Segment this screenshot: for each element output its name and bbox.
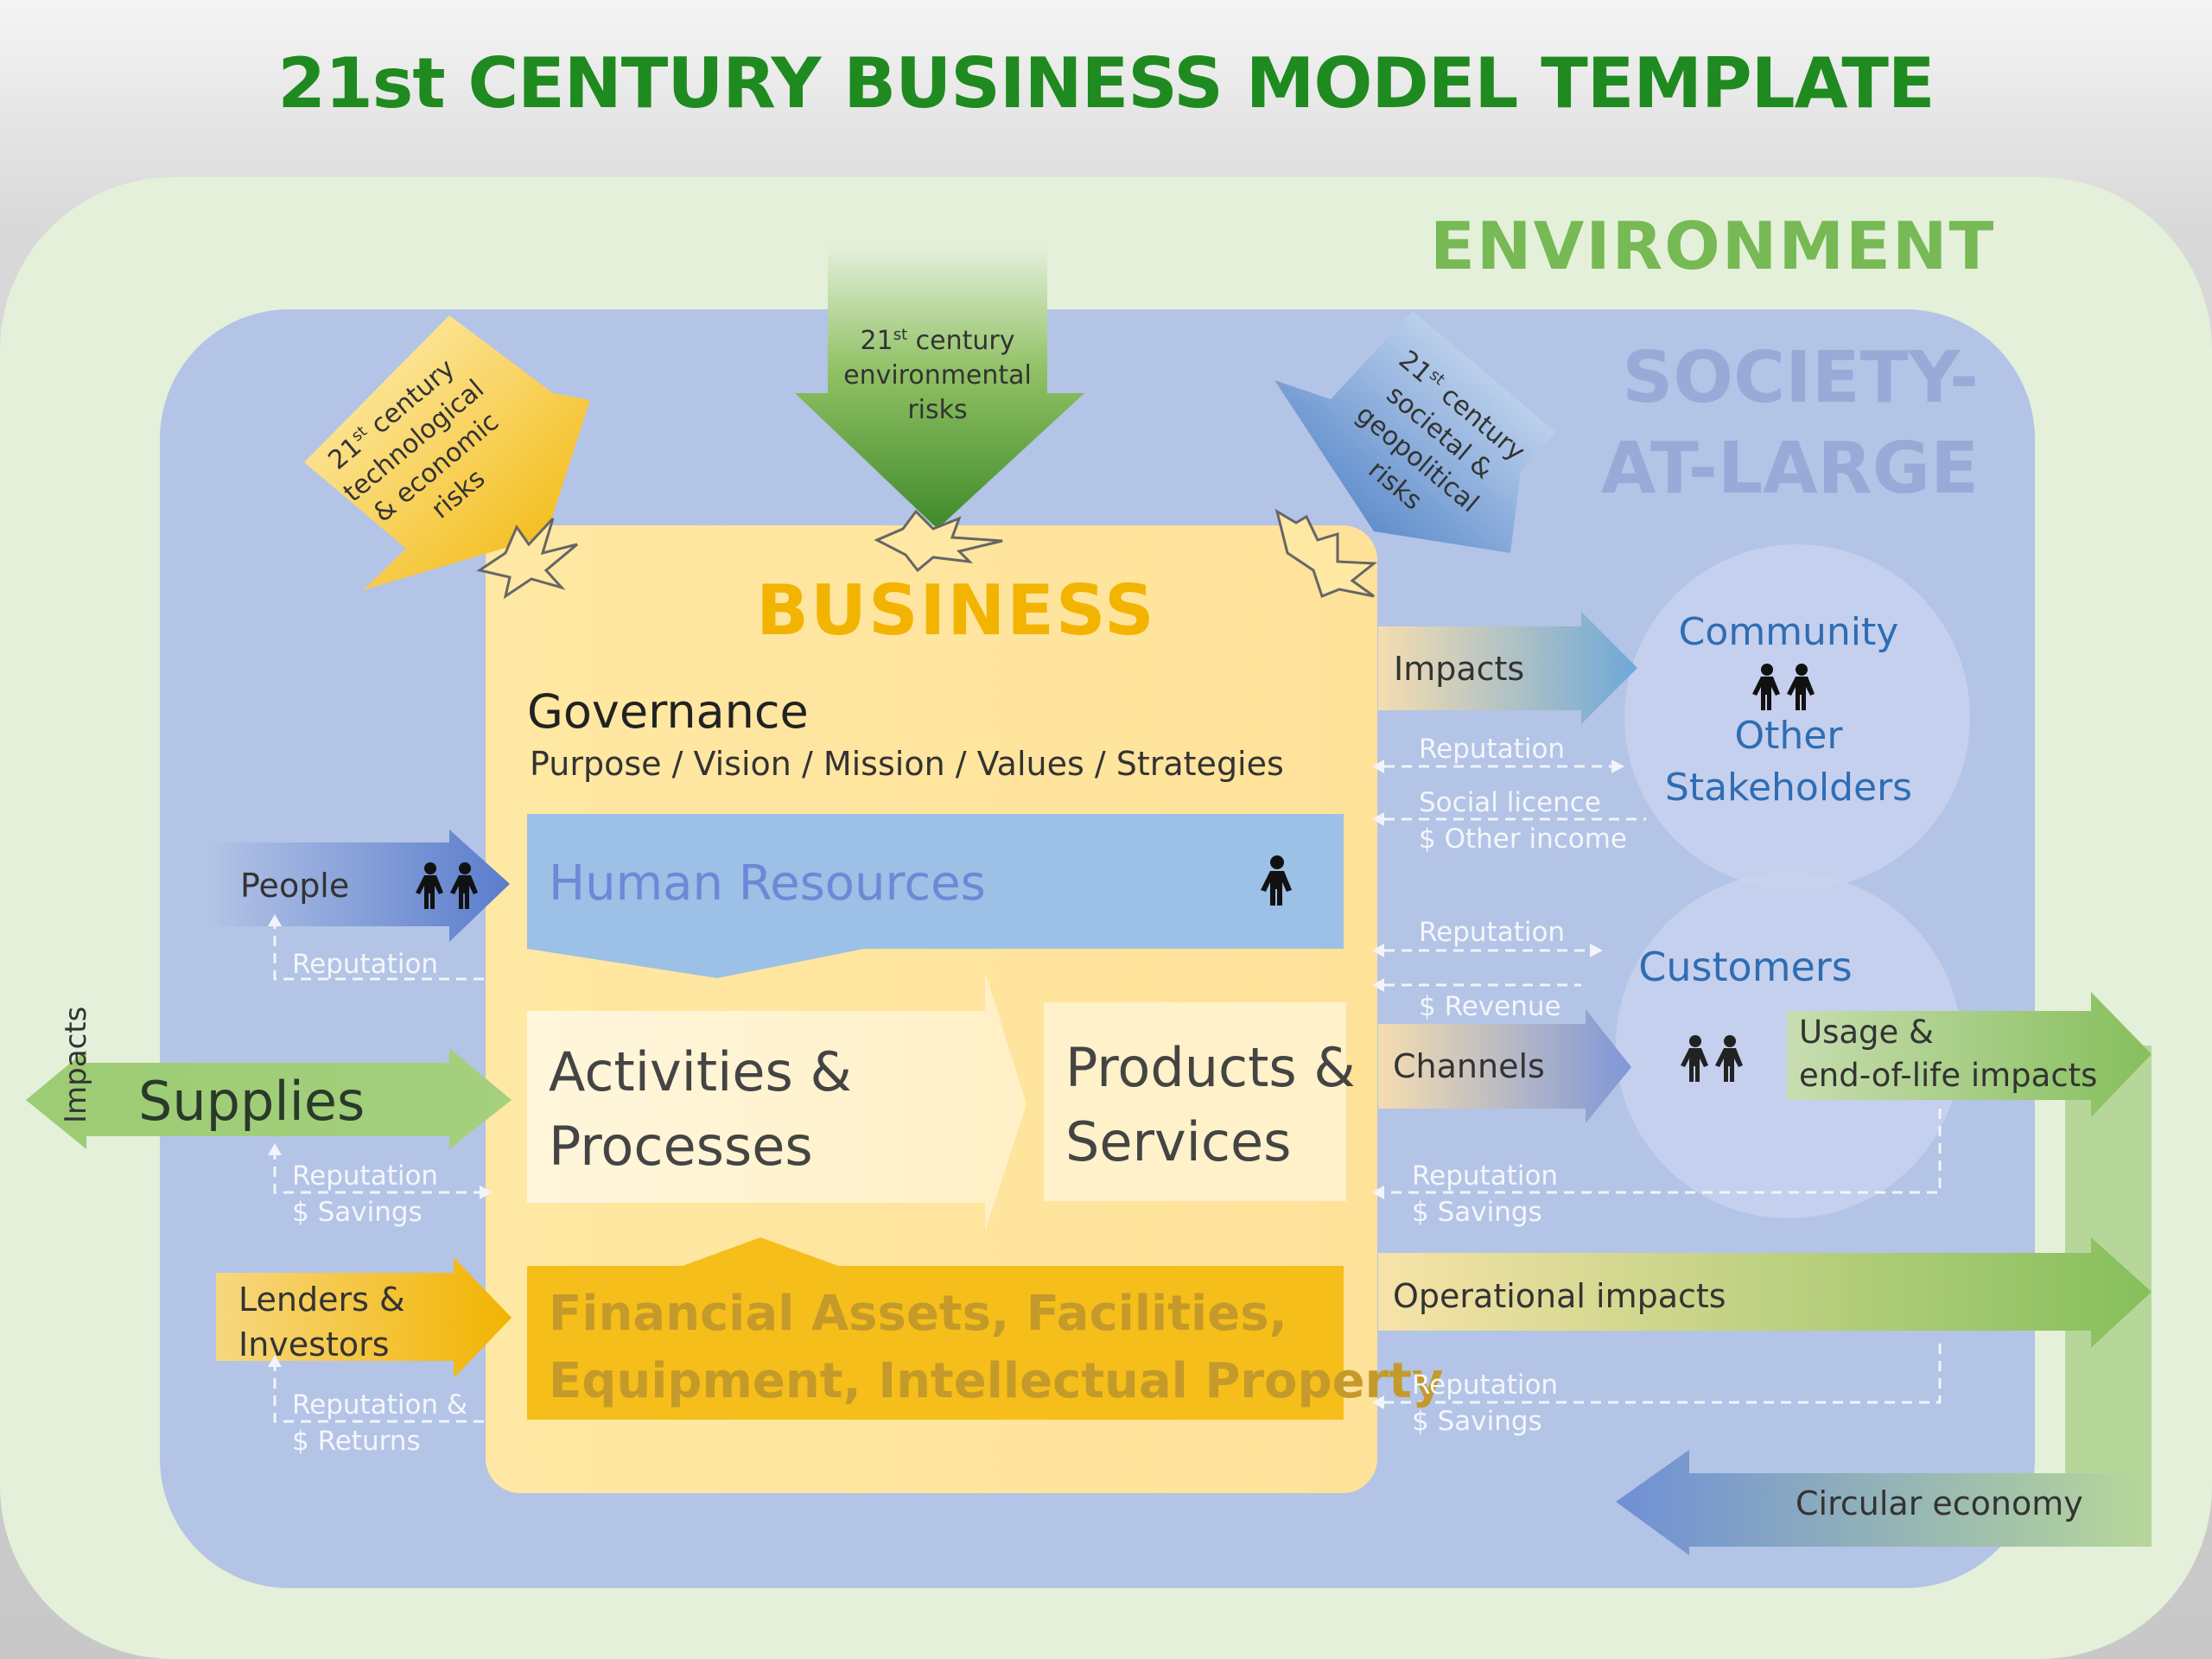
operational-reputation-label: Reputation $ Savings: [1412, 1370, 1559, 1437]
channels-arrow: [1378, 1009, 1631, 1123]
burst-icon: [1274, 508, 1378, 598]
channels-label: Channels: [1393, 1047, 1545, 1085]
community-label: Community: [1678, 610, 1899, 654]
person-pair-icon: [1752, 664, 1815, 710]
lenders-reputation-label: Reputation & $ Returns: [292, 1389, 468, 1457]
activities-label: Activities & Processes: [549, 1040, 852, 1178]
dashed-flows: [273, 765, 1942, 1423]
other-stakeholders-label: Other Stakeholders: [1664, 714, 1913, 810]
governance-title: Governance: [527, 684, 809, 739]
activities-box: [527, 972, 1027, 1231]
society-label-line1: SOCIETY-: [1622, 337, 1979, 419]
community-reputation-label: Reputation: [1419, 734, 1566, 765]
business-label: BUSINESS: [756, 570, 1156, 651]
environment-label: ENVIRONMENT: [1430, 207, 1996, 284]
society-label: SOCIETY- AT-LARGE: [1581, 333, 1979, 514]
governance-subtitle: Purpose / Vision / Mission / Values / St…: [530, 745, 1284, 783]
human-resources-box: [527, 814, 1344, 978]
people-arrow: [207, 830, 510, 942]
society-label-line2: AT-LARGE: [1600, 428, 1979, 510]
circular-economy-arrow: [1616, 1450, 2152, 1555]
usage-label: Usage & end-of-life impacts: [1799, 1014, 2098, 1094]
social-licence-label: Social licence $ Other income: [1419, 787, 1627, 855]
dashed-arrowheads: [268, 760, 1624, 1409]
operational-impacts-label: Operational impacts: [1393, 1277, 1726, 1315]
customers-reputation-label: Reputation: [1419, 917, 1566, 948]
impacts-arrow: [1378, 612, 1637, 724]
societal-risk-arrow: [1274, 311, 1555, 553]
lenders-arrow: [216, 1257, 512, 1378]
environmental-risk-label: 21st century environmental risks: [843, 326, 1032, 425]
environmental-risk-arrow: [795, 246, 1084, 529]
person-pair-icon: [1681, 1035, 1743, 1082]
financial-box: [527, 1237, 1344, 1420]
person-icon: [1261, 855, 1292, 906]
people-label: People: [240, 867, 350, 905]
lenders-label: Lenders & Investors: [238, 1281, 405, 1363]
revenue-label: $ Revenue: [1419, 991, 1561, 1022]
products-label: Products & Services: [1065, 1036, 1356, 1173]
impacts-label: Impacts: [1394, 650, 1525, 688]
circular-economy-label: Circular economy: [1796, 1484, 2083, 1522]
page-title: 21st CENTURY BUSINESS MODEL TEMPLATE: [277, 43, 1935, 124]
person-pair-icon: [416, 862, 478, 909]
products-box: [1044, 1002, 1346, 1201]
usage-arrow: [1787, 992, 2152, 1117]
supplies-arrow: [26, 1048, 512, 1149]
supplies-label: Supplies: [138, 1070, 365, 1133]
burst-icon: [476, 517, 578, 600]
people-reputation-label: Reputation: [292, 949, 439, 980]
tech-risk-arrow: [304, 315, 590, 590]
customers-label: Customers: [1638, 944, 1853, 990]
financial-label: Financial Assets, Facilities, Equipment,…: [549, 1286, 1444, 1409]
supplies-impacts-label: Impacts: [59, 1006, 93, 1123]
community-circle: [1624, 544, 1970, 890]
business-region: [486, 525, 1377, 1493]
operational-impacts-arrow: [1378, 1237, 2152, 1348]
products-reputation-label: Reputation $ Savings: [1412, 1160, 1559, 1228]
human-resources-label: Human Resources: [549, 855, 986, 912]
supplies-reputation-label: Reputation $ Savings: [292, 1160, 439, 1228]
burst-icon: [874, 509, 1003, 573]
